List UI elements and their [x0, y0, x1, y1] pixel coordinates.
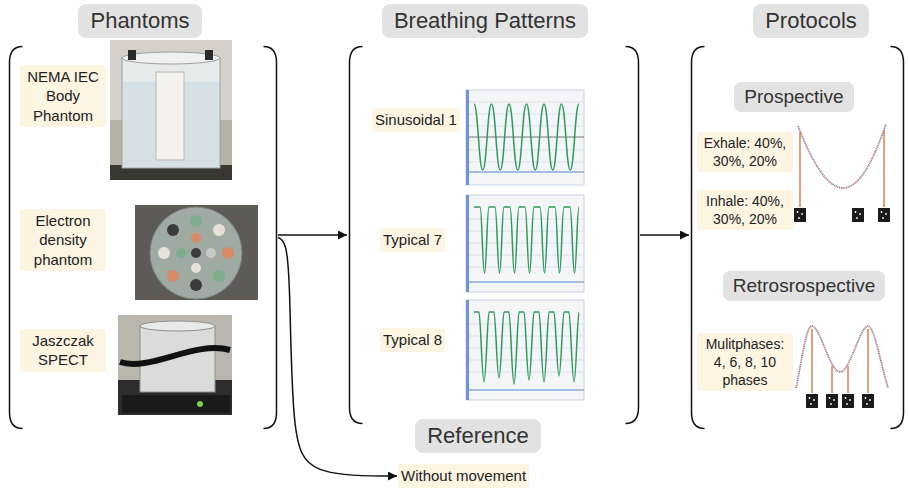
bracket-group: PhantomsNEMA IEC Body PhantomElectron de… — [8, 45, 278, 430]
subsection-heading: Prospective — [734, 82, 853, 112]
breathing-chart — [466, 195, 584, 292]
subsection-title: Retrosrospective — [733, 274, 876, 298]
item-label: Exhale: 40%, 30%, 20% — [697, 132, 793, 172]
right-bracket — [626, 47, 639, 424]
flow-arrow — [640, 234, 689, 236]
item-text: Typical 8 — [383, 330, 442, 350]
item-label: NEMA IEC Body Phantom — [20, 65, 106, 128]
nema-phantom-photo — [110, 40, 232, 180]
subsection-title: Prospective — [744, 85, 843, 109]
item-text: Without movement — [401, 466, 526, 486]
section-heading: Phantoms — [78, 4, 201, 38]
breathing-chart — [466, 90, 584, 185]
breathing-chart — [466, 300, 584, 400]
flow-arrow — [278, 238, 397, 477]
item-text: Inhale: 40%, 30%, 20% — [700, 192, 790, 228]
section-heading: Protocols — [753, 4, 869, 38]
bracket-group: Breathing PatternsSinusoidal 1Typical 7T… — [348, 45, 640, 425]
item-label: Sinusoidal 1 — [372, 108, 460, 132]
item-text: Typical 7 — [383, 230, 442, 250]
item-text: Sinusoidal 1 — [375, 110, 457, 130]
item-label: Without movement — [398, 464, 529, 488]
section-heading: Reference — [415, 419, 541, 453]
right-bracket — [891, 47, 904, 429]
left-bracket — [350, 47, 363, 424]
reference-group: ReferenceWithout movement — [395, 414, 540, 492]
item-text: NEMA IEC Body Phantom — [23, 67, 103, 126]
jaszczak-photo — [118, 315, 232, 415]
right-bracket — [264, 47, 277, 429]
prospective-gating-sketch — [794, 124, 890, 222]
item-label: Typical 8 — [380, 328, 445, 352]
section-heading: Breathing Patterns — [382, 4, 588, 38]
item-text: Mulitphases: 4, 6, 8, 10 phases — [700, 335, 790, 390]
item-text: Exhale: 40%, 30%, 20% — [700, 134, 790, 170]
item-label: Inhale: 40%, 30%, 20% — [697, 190, 793, 230]
item-label: Mulitphases: 4, 6, 8, 10 phases — [697, 333, 793, 392]
bracket-group: ProtocolsProspectiveExhale: 40%, 30%, 20… — [690, 45, 905, 430]
subsection-heading: Retrosrospective — [723, 271, 886, 301]
electron-density-photo — [135, 205, 258, 300]
retrospective-gating-sketch — [796, 326, 888, 408]
flow-arrow — [278, 234, 347, 236]
item-label: Electron density phantom — [20, 209, 106, 272]
item-text: Electron density phantom — [23, 211, 103, 270]
item-label: Jaszczak SPECT — [20, 329, 106, 372]
item-text: Jaszczak SPECT — [23, 331, 103, 370]
item-label: Typical 7 — [380, 228, 445, 252]
